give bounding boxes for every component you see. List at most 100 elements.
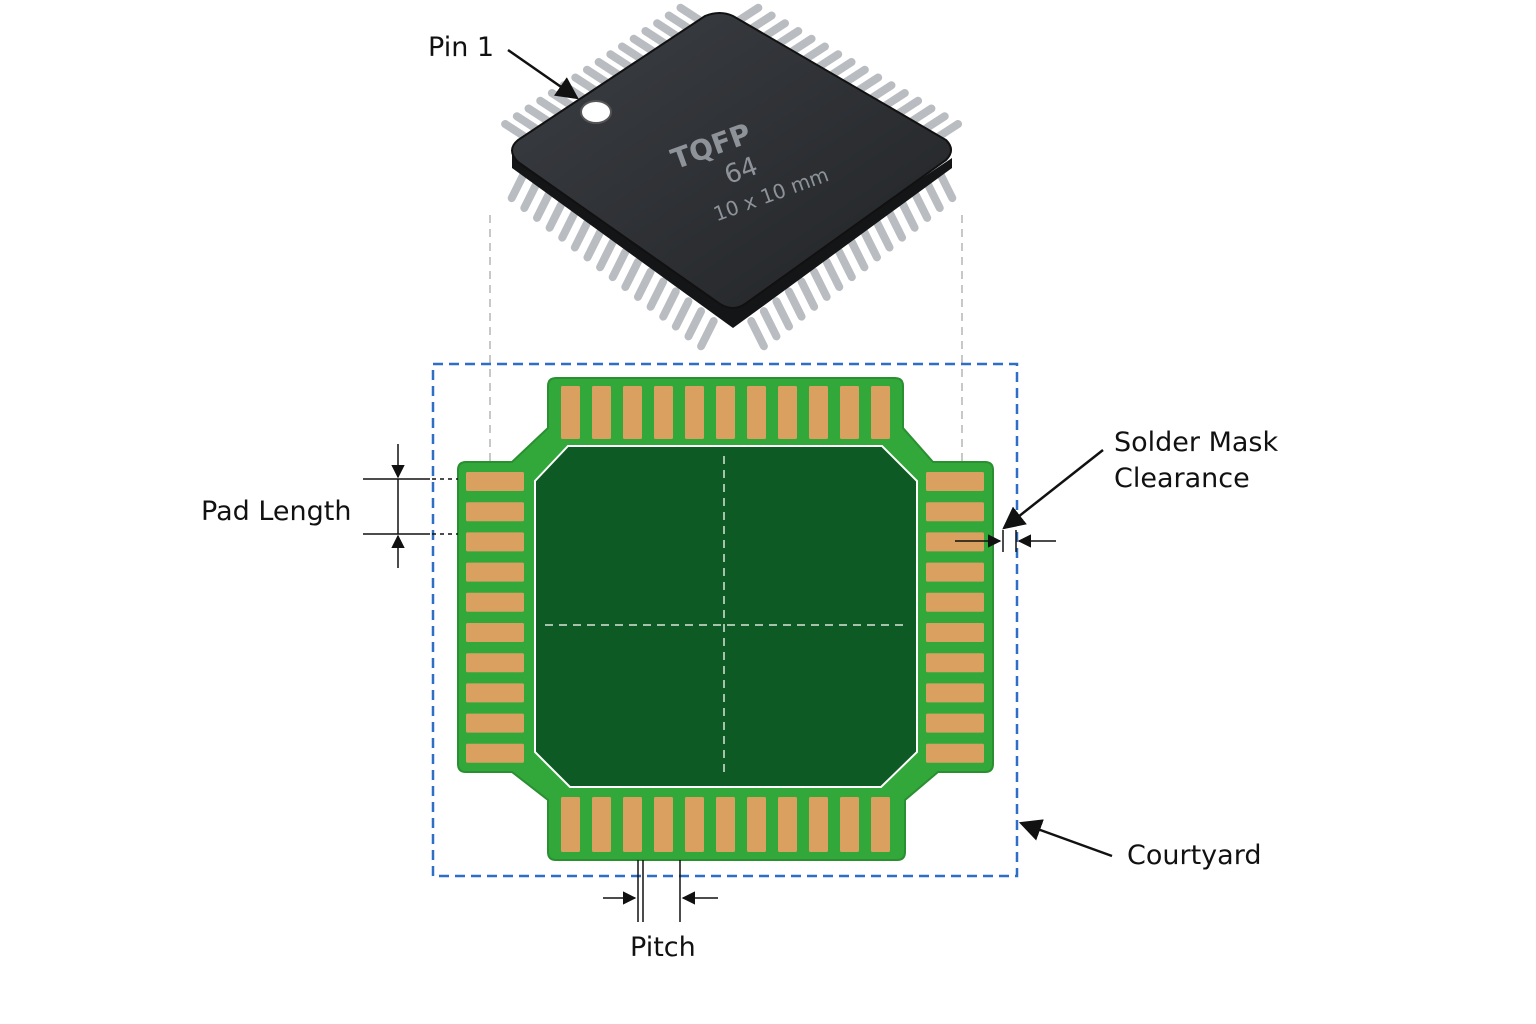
pad-top-4 xyxy=(654,386,673,439)
chip-leads xyxy=(501,3,963,351)
pad-bottom-10 xyxy=(840,797,859,852)
pad-right-6 xyxy=(926,623,984,642)
lead-br-8 xyxy=(835,247,856,282)
lead-br-12 xyxy=(885,208,907,242)
lead-tl-14 xyxy=(653,19,680,40)
pitch-label: Pitch xyxy=(630,932,696,963)
pad-left-7 xyxy=(466,653,524,673)
lead-br-2 xyxy=(759,307,781,341)
lead-bl-10 xyxy=(621,257,642,292)
pin1-dimple xyxy=(580,100,612,124)
lead-br-14 xyxy=(910,188,932,222)
lead-bl-12 xyxy=(646,277,668,311)
lead-tr-7 xyxy=(815,50,843,71)
pin1-label: Pin 1 xyxy=(428,32,495,63)
lead-tl-7 xyxy=(571,73,598,94)
lead-tl-13 xyxy=(641,27,669,48)
pad-bottom-8 xyxy=(778,797,797,852)
pad-top-10 xyxy=(840,386,859,439)
pad-top-3 xyxy=(623,386,642,439)
courtyard-outline xyxy=(431,362,1019,878)
lead-tr-2 xyxy=(748,11,776,32)
pin1-arrow xyxy=(507,48,579,100)
lead-bl-4 xyxy=(545,198,567,232)
lead-tl-1 xyxy=(501,120,528,141)
pad-bottom-2 xyxy=(592,797,611,852)
pad-right-7 xyxy=(926,653,984,673)
lead-bl-9 xyxy=(608,247,630,282)
pad-left-6 xyxy=(466,623,524,642)
lead-tr-8 xyxy=(828,58,856,79)
pad-top-8 xyxy=(778,386,797,439)
lead-tl-2 xyxy=(512,112,540,133)
lead-br-16 xyxy=(935,168,957,203)
lead-tr-12 xyxy=(882,89,909,110)
lead-br-6 xyxy=(810,267,831,301)
lead-br-7 xyxy=(822,257,844,292)
pad-top-7 xyxy=(747,386,766,439)
courtyard-label: Courtyard xyxy=(1127,840,1262,871)
lead-bl-13 xyxy=(659,287,680,321)
lead-tl-4 xyxy=(536,96,563,117)
lead-br-13 xyxy=(898,198,919,232)
pad-bottom-7 xyxy=(747,797,766,852)
pad-right-3 xyxy=(926,532,984,552)
pad-bottom-5 xyxy=(685,797,704,852)
lead-tr-5 xyxy=(788,34,816,55)
lead-tr-13 xyxy=(895,96,923,117)
lead-bl-2 xyxy=(520,178,541,213)
lead-tl-9 xyxy=(594,58,622,79)
lead-tr-16 xyxy=(935,120,963,141)
lead-bl-5 xyxy=(558,208,579,242)
pad-bottom-9 xyxy=(809,797,828,852)
pad-bottom-1 xyxy=(561,797,580,852)
lead-tr-4 xyxy=(775,27,803,48)
pad-right-10 xyxy=(926,743,984,763)
lead-bl-8 xyxy=(596,238,617,272)
lead-br-10 xyxy=(860,228,881,262)
lead-bl-7 xyxy=(583,228,605,262)
lead-tr-9 xyxy=(842,65,869,86)
solder-mask-label-line1: Solder Mask xyxy=(1114,427,1279,458)
pad-left-4 xyxy=(466,562,524,582)
center-crosshair xyxy=(545,456,907,778)
lead-bl-16 xyxy=(697,317,718,351)
lead-tl-12 xyxy=(629,34,657,55)
lead-br-1 xyxy=(747,317,768,351)
lead-tl-10 xyxy=(606,50,634,71)
solder-mask-region xyxy=(534,445,918,788)
lead-tr-1 xyxy=(735,3,763,24)
lead-br-5 xyxy=(797,277,819,311)
pad-left-1 xyxy=(466,472,524,491)
solder-mask-clearance-dimension xyxy=(955,449,1104,552)
lead-tr-6 xyxy=(802,42,829,63)
lead-tl-8 xyxy=(582,65,610,86)
pad-length-label: Pad Length xyxy=(201,496,352,527)
lead-tl-3 xyxy=(524,104,552,125)
copper-pads xyxy=(466,386,984,852)
lead-tl-15 xyxy=(664,11,692,32)
lead-bl-15 xyxy=(684,307,706,341)
solder-mask-label-line2: Clearance xyxy=(1114,463,1250,494)
lead-tl-11 xyxy=(618,42,645,63)
lead-bl-1 xyxy=(507,168,529,203)
lead-tr-15 xyxy=(922,112,949,133)
pad-right-8 xyxy=(926,683,984,703)
pad-left-10 xyxy=(466,743,524,763)
lead-tl-5 xyxy=(547,89,575,110)
pad-left-3 xyxy=(466,532,524,552)
courtyard-arrow xyxy=(1018,819,1113,858)
chip-body-top xyxy=(511,12,952,309)
pad-bottom-11 xyxy=(871,797,890,852)
pad-bottom-3 xyxy=(623,797,642,852)
lead-bl-14 xyxy=(671,297,693,331)
pad-left-2 xyxy=(466,502,524,522)
lead-tr-14 xyxy=(908,104,936,125)
pad-top-11 xyxy=(871,386,890,439)
pad-top-5 xyxy=(685,386,704,439)
lead-tr-11 xyxy=(868,81,896,102)
pad-left-8 xyxy=(466,683,524,703)
pad-left-9 xyxy=(466,713,524,733)
lead-tl-16 xyxy=(676,3,704,24)
